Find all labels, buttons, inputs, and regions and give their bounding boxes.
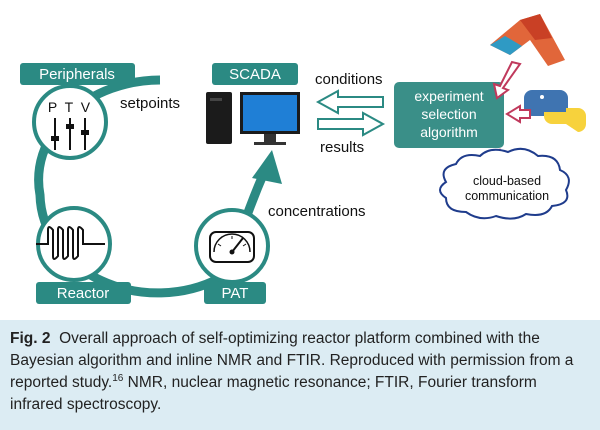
figure-caption: Fig. 2 Overall approach of self-optimizi… bbox=[0, 320, 600, 430]
cloud-shape bbox=[439, 147, 570, 220]
reactor-coil-icon bbox=[36, 206, 112, 282]
figure-number: Fig. 2 bbox=[10, 330, 51, 347]
matlab-to-algorithm-arrow bbox=[492, 60, 522, 100]
conditions-label: conditions bbox=[315, 71, 383, 88]
computer-icon bbox=[206, 92, 300, 145]
results-label: results bbox=[320, 139, 364, 156]
cloud-label-line-2: communication bbox=[465, 189, 549, 203]
reactor-label: Reactor bbox=[57, 285, 110, 302]
peripherals-box bbox=[20, 63, 135, 85]
peripherals-label: Peripherals bbox=[39, 66, 115, 83]
ptv-label: P T V bbox=[48, 99, 92, 115]
pat-label: PAT bbox=[222, 285, 249, 302]
algorithm-label-line-3: algorithm bbox=[420, 124, 478, 140]
gauge-icon bbox=[194, 208, 270, 284]
reactor-platform-diagram: Peripherals P T V setpoints SCADA condit… bbox=[20, 14, 586, 304]
results-arrow bbox=[317, 111, 386, 137]
algorithm-label-line-2: selection bbox=[421, 106, 476, 122]
algorithm-box bbox=[394, 82, 504, 148]
caption-text-abbreviations: NMR, nuclear magnetic resonance; FTIR, F… bbox=[10, 374, 537, 413]
pat-box bbox=[204, 282, 266, 304]
algorithm-label-line-1: experiment bbox=[414, 88, 483, 104]
matlab-logo bbox=[490, 14, 565, 66]
scada-box bbox=[212, 63, 298, 85]
caption-text: Overall approach of self-optimizing reac… bbox=[10, 330, 574, 391]
valve-icon: P T V bbox=[32, 84, 108, 160]
scada-label: SCADA bbox=[229, 66, 281, 83]
reference-number: 16 bbox=[112, 372, 124, 384]
setpoints-label: setpoints bbox=[120, 95, 180, 112]
cloud-label-line-1: cloud-based bbox=[473, 174, 541, 188]
conditions-arrow bbox=[315, 89, 384, 115]
python-to-algorithm-arrow bbox=[505, 104, 531, 124]
cycle-arrowhead bbox=[252, 150, 282, 184]
concentrations-label: concentrations bbox=[268, 203, 366, 220]
reactor-box bbox=[36, 282, 131, 304]
python-logo bbox=[524, 90, 586, 132]
